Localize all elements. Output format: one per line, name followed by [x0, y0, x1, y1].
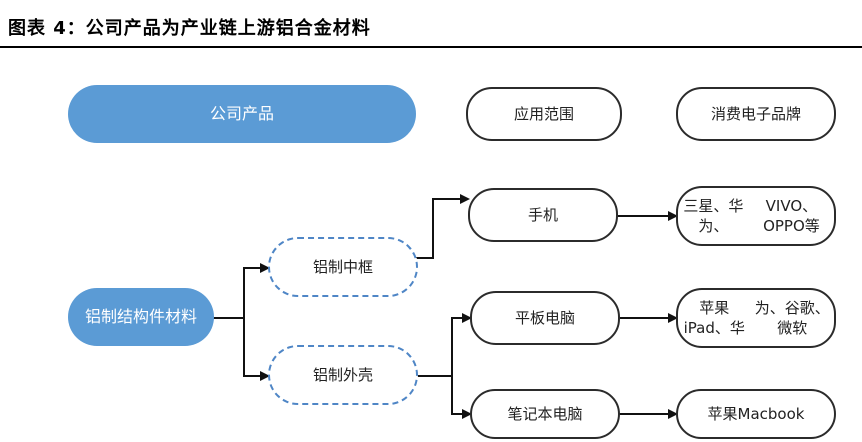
header-application: 应用范围: [466, 87, 622, 141]
connector-frame-phone: [416, 194, 470, 259]
connector-shell-tablet: [416, 313, 472, 377]
brand-laptop: 苹果Macbook: [676, 389, 836, 439]
node-root: 铝制结构件材料: [68, 288, 214, 346]
header-consumer-brand: 消费电子品牌: [676, 87, 836, 141]
brand-phone-line1: 三星、华为、: [683, 196, 744, 235]
brand-tablet-line2: 为、谷歌、微软: [754, 298, 830, 337]
connector-root-shell: [243, 318, 270, 381]
node-tablet: 平板电脑: [470, 291, 620, 345]
connector-shell-laptop: [451, 376, 472, 419]
brand-phone: 三星、华为、 VIVO、OPPO等: [676, 186, 836, 246]
figure-title: 图表 4：公司产品为产业链上游铝合金材料: [8, 18, 371, 39]
header-company-product: 公司产品: [68, 85, 416, 143]
title-underline: [0, 46, 862, 48]
node-laptop: 笔记本电脑: [470, 389, 620, 439]
node-frame: 铝制中框: [268, 237, 418, 297]
brand-tablet: 苹果iPad、华 为、谷歌、微软: [676, 288, 836, 348]
node-phone: 手机: [468, 188, 618, 242]
brand-phone-line2: VIVO、OPPO等: [763, 196, 820, 235]
node-shell: 铝制外壳: [268, 345, 418, 405]
connector-root-frame: [212, 263, 270, 319]
brand-tablet-line1: 苹果iPad、华: [683, 298, 745, 337]
